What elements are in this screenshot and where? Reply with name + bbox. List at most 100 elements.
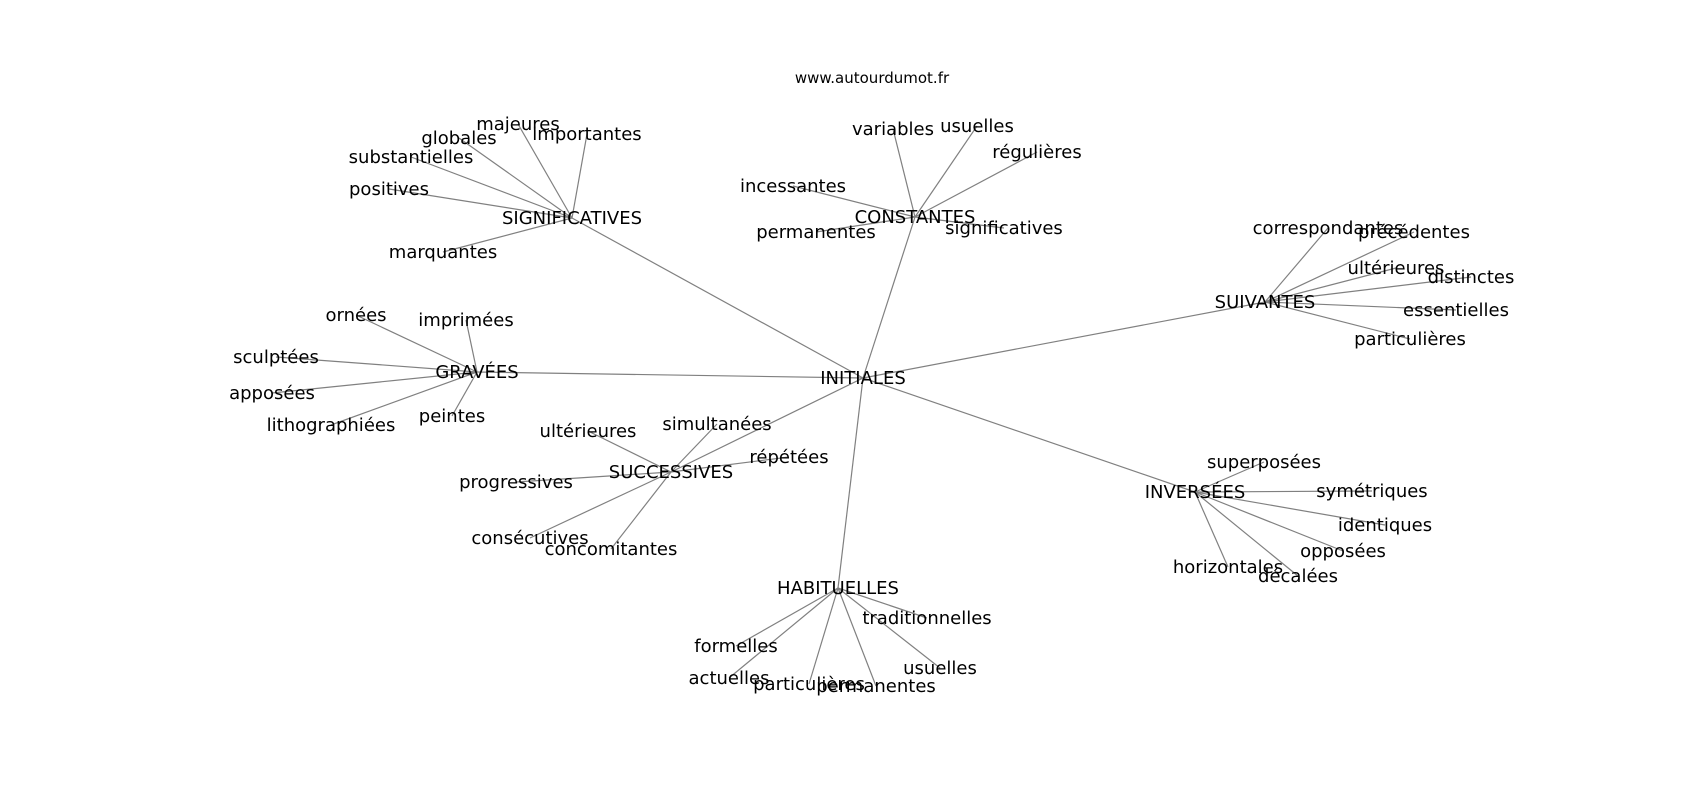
edge-significatives-sig-substantielles (410, 156, 573, 219)
edge-constantes-con-usuelles (914, 125, 978, 218)
edge-habituelles-hab-actuelles (728, 587, 839, 679)
node-sig-substantielles: substantielles (349, 147, 474, 168)
edge-constantes-con-permanentes (815, 216, 916, 233)
edge-significatives-sig-marquantes (442, 217, 573, 253)
edge-successives-suc-concomitantes (610, 471, 672, 550)
node-sig-globales: globales (421, 128, 496, 149)
node-sui-precedentes: précédentes (1358, 222, 1470, 243)
node-inv-horizontales: horizontales (1173, 557, 1283, 578)
edge-gravees-gra-apposees (271, 371, 478, 394)
edge-initiales-gravees (476, 371, 864, 379)
source-url: www.autourdumot.fr (795, 69, 950, 87)
node-suc-consecutives: consécutives (471, 528, 588, 549)
edge-suivantes-sui-precedentes (1264, 231, 1415, 303)
edge-initiales-suivantes (862, 301, 1266, 379)
node-suc-ulterieures: ultérieures (540, 421, 637, 442)
node-suivantes: SUIVANTES (1215, 292, 1316, 313)
node-inv-identiques: identiques (1338, 515, 1432, 536)
edge-suivantes-sui-essentielles (1264, 301, 1457, 311)
node-gra-peintes: peintes (419, 406, 485, 427)
edge-habituelles-hab-usuelles (837, 587, 941, 669)
edge-constantes-con-variables (892, 128, 916, 218)
node-significatives: SIGNIFICATIVES (502, 208, 642, 229)
node-inv-superposees: superposées (1207, 452, 1321, 473)
edge-gravees-gra-imprimees (465, 319, 478, 373)
edge-inversees-inv-identiques (1194, 491, 1386, 526)
edge-suivantes-sui-particulieres (1264, 301, 1411, 340)
node-sui-distinctes: distinctes (1428, 267, 1515, 288)
edge-suivantes-sui-correspondantes (1264, 227, 1329, 303)
node-inv-opposees: opposées (1300, 541, 1386, 562)
node-hab-formelles: formelles (694, 636, 778, 657)
node-hab-traditionnelles: traditionnelles (862, 608, 991, 629)
node-hab-actuelles: actuelles (689, 668, 770, 689)
edge-habituelles-hab-formelles (735, 587, 839, 647)
node-suc-concomitantes: concomitantes (545, 539, 678, 560)
edge-significatives-sig-majeures (517, 123, 573, 219)
node-sui-particulieres: particulières (1354, 329, 1466, 350)
node-sui-essentielles: essentielles (1403, 300, 1509, 321)
edge-initiales-habituelles (837, 377, 864, 589)
node-gra-apposees: apposées (229, 383, 315, 404)
node-sui-ulterieures: ultérieures (1348, 258, 1445, 279)
edge-successives-suc-repetees (670, 456, 790, 473)
node-sig-positives: positives (349, 179, 429, 200)
edge-initiales-successives (670, 377, 864, 473)
node-sui-correspondantes: correspondantes (1253, 218, 1404, 239)
node-gravees: GRAVÉES (435, 361, 518, 383)
edge-constantes-con-regulieres (914, 151, 1038, 218)
node-successives: SUCCESSIVES (609, 462, 733, 483)
node-hab-usuelles: usuelles (903, 658, 977, 679)
edge-inversees-inv-symetriques (1194, 490, 1373, 493)
node-sig-importantes: importantes (532, 124, 641, 145)
node-inv-decalees: décalées (1258, 566, 1338, 587)
edge-significatives-sig-positives (388, 188, 573, 219)
edge-constantes-con-significatives (914, 216, 1005, 229)
node-habituelles: HABITUELLES (777, 578, 899, 599)
node-con-incessantes: incessantes (740, 176, 846, 197)
edge-inversees-inv-decalees (1194, 491, 1299, 577)
node-gra-lithographiees: lithographiées (267, 415, 396, 436)
edge-gravees-gra-ornees (355, 314, 478, 373)
node-suc-progressives: progressives (459, 472, 573, 493)
edge-successives-suc-progressives (515, 471, 672, 483)
edge-gravees-gra-lithographiees (330, 371, 478, 426)
edge-habituelles-hab-permanentes (837, 587, 877, 687)
edge-inversees-inv-superposees (1194, 461, 1265, 493)
node-inv-symetriques: symétriques (1316, 481, 1427, 502)
edge-constantes-con-incessantes (792, 185, 916, 218)
node-gra-sculptees: sculptées (233, 347, 319, 368)
edge-habituelles-hab-traditionnelles (837, 587, 928, 619)
node-inversees: INVERSÉES (1145, 481, 1246, 503)
node-sig-marquantes: marquantes (389, 242, 497, 263)
edge-significatives-sig-importantes (571, 133, 588, 219)
node-suc-simultanees: simultanées (662, 414, 771, 435)
edge-significatives-sig-globales (458, 137, 573, 219)
edge-initiales-constantes (862, 216, 916, 379)
edge-suivantes-sui-ulterieures (1264, 267, 1397, 303)
node-suc-repetees: répétées (749, 447, 828, 468)
edges-layer (271, 123, 1472, 687)
node-con-usuelles: usuelles (940, 116, 1014, 137)
node-con-regulieres: régulières (992, 142, 1081, 163)
node-sig-majeures: majeures (476, 114, 560, 135)
labels-layer: INITIALES SIGNIFICATIVES CONSTANTES SUIVANT… (229, 114, 1514, 697)
node-gra-imprimees: imprimées (418, 310, 513, 331)
edge-habituelles-hab-particulieres (808, 587, 839, 685)
edge-gravees-gra-peintes (451, 371, 478, 417)
node-con-significatives: significatives (945, 218, 1063, 239)
edge-inversees-inv-horizontales (1194, 491, 1229, 568)
edge-gravees-gra-sculptees (275, 356, 478, 373)
edge-initiales-significatives (571, 217, 864, 379)
edge-successives-suc-ulterieures (587, 430, 672, 473)
node-hab-permanentes: permanentes (816, 676, 936, 697)
edge-inversees-inv-opposees (1194, 491, 1344, 552)
edge-successives-suc-consecutives (529, 471, 672, 539)
node-con-variables: variables (852, 119, 934, 140)
node-constantes: CONSTANTES (855, 207, 976, 228)
edge-suivantes-sui-distinctes (1264, 276, 1472, 303)
edge-successives-suc-simultanees (670, 423, 718, 473)
node-gra-ornees: ornées (325, 305, 386, 326)
node-initiales: INITIALES (820, 368, 906, 389)
